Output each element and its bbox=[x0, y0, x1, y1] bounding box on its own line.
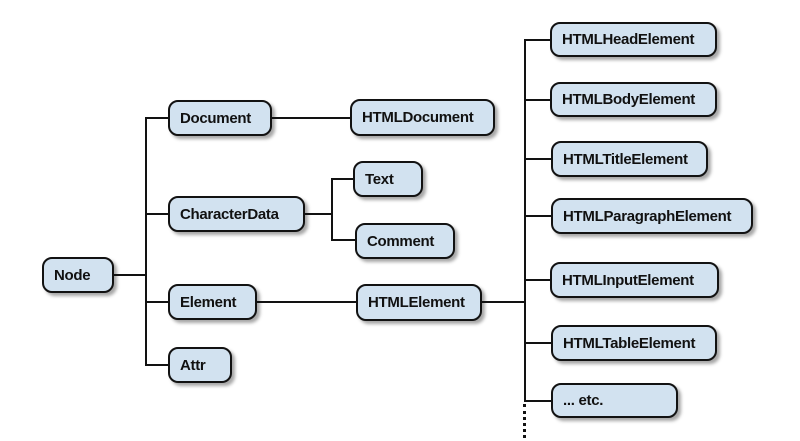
node-label: Comment bbox=[367, 232, 435, 250]
node-label: HTMLBodyElement bbox=[562, 91, 696, 108]
node-box-attr: Attr bbox=[168, 347, 232, 383]
node-label: HTMLInputElement bbox=[562, 271, 694, 289]
node-box-element: Element bbox=[168, 284, 257, 320]
connector-spine3-to-htmlparagraphelement bbox=[524, 215, 552, 217]
node-box-text: Text bbox=[353, 161, 423, 197]
connector-spine2-to-comment bbox=[331, 239, 356, 241]
connector-characterdata-to-spine2 bbox=[304, 213, 332, 215]
node-box-htmlparagraphelement: HTMLParagraphElement bbox=[551, 198, 753, 234]
connector-spine3-continuation-dotted bbox=[523, 404, 526, 438]
node-label: Document bbox=[180, 109, 251, 127]
connector-spine1 bbox=[145, 117, 147, 366]
connector-spine1-to-element bbox=[145, 301, 169, 303]
connector-node-to-spine1 bbox=[113, 274, 146, 276]
node-label: HTMLParagraphElement bbox=[563, 207, 732, 225]
node-label: Node bbox=[54, 266, 91, 284]
node-box-htmldocument: HTMLDocument bbox=[350, 99, 495, 136]
node-box-characterdata: CharacterData bbox=[168, 196, 305, 232]
connector-spine3 bbox=[524, 39, 526, 401]
connector-htmlelement-to-spine3 bbox=[481, 301, 525, 303]
connector-spine3-to-htmltitleelement bbox=[524, 158, 552, 160]
node-box-node: Node bbox=[42, 257, 114, 293]
node-box-htmlheadelement: HTMLHeadElement bbox=[550, 22, 717, 57]
node-box-comment: Comment bbox=[355, 223, 455, 259]
node-box-etc: ... etc. bbox=[551, 383, 678, 418]
connector-spine3-to-htmlheadelement bbox=[524, 39, 551, 41]
node-box-htmltableelement: HTMLTableElement bbox=[551, 325, 717, 361]
connector-document-to-htmldocument bbox=[271, 117, 351, 119]
connector-spine3-to-htmlinputelement bbox=[524, 279, 551, 281]
connector-spine1-to-document bbox=[145, 117, 169, 119]
connector-spine2-to-text bbox=[331, 178, 354, 180]
node-box-htmlinputelement: HTMLInputElement bbox=[550, 262, 719, 298]
connector-element-to-htmlelement bbox=[256, 301, 357, 303]
node-label: HTMLHeadElement bbox=[562, 31, 695, 48]
node-label: CharacterData bbox=[180, 205, 279, 223]
node-label: Element bbox=[180, 293, 237, 311]
node-box-htmlelement: HTMLElement bbox=[356, 284, 482, 321]
connector-spine1-to-characterdata bbox=[145, 213, 169, 215]
node-label: HTMLTableElement bbox=[563, 334, 696, 352]
node-label: HTMLElement bbox=[368, 294, 465, 311]
node-label: HTMLDocument bbox=[362, 109, 474, 126]
node-label: Attr bbox=[180, 356, 206, 374]
node-box-htmltitleelement: HTMLTitleElement bbox=[551, 141, 708, 177]
node-box-document: Document bbox=[168, 100, 272, 136]
connector-spine3-to-htmlbodyelement bbox=[524, 99, 551, 101]
connector-spine3-to-etc bbox=[524, 400, 552, 402]
node-label: Text bbox=[365, 170, 394, 188]
node-label: HTMLTitleElement bbox=[563, 150, 688, 168]
connector-spine3-to-htmltableelement bbox=[524, 342, 552, 344]
node-box-htmlbodyelement: HTMLBodyElement bbox=[550, 82, 717, 117]
node-label: ... etc. bbox=[563, 392, 604, 409]
connector-spine1-to-attr bbox=[145, 364, 169, 366]
connector-spine2 bbox=[331, 178, 333, 241]
